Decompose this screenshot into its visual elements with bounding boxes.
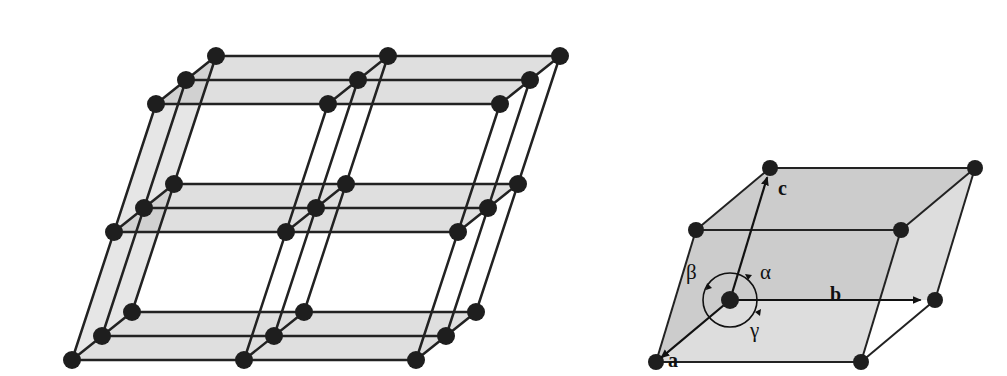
unit-cell-edge: [656, 230, 696, 362]
angle-arrowhead: [755, 309, 761, 316]
lattice-line: [476, 56, 560, 312]
unit-cell-face: [656, 230, 901, 362]
lattice-point: [407, 351, 425, 369]
lattice-point: [135, 199, 153, 217]
lattice-line: [72, 104, 156, 360]
angle-arrowhead: [706, 283, 712, 290]
unit-cell-edge: [696, 229, 901, 231]
lattice-point: [277, 223, 295, 241]
lattice-line: [244, 104, 328, 360]
lattice-point: [762, 160, 778, 176]
lattice-line: [132, 56, 216, 312]
lattice-point: [349, 71, 367, 89]
axis-vector: [661, 300, 730, 358]
lattice-point: [177, 71, 195, 89]
lattice-point: [295, 303, 313, 321]
lattice-point: [688, 222, 704, 238]
lattice-line: [304, 56, 388, 312]
lattice-point: [437, 327, 455, 345]
angle-label: β: [686, 262, 697, 283]
lattice-point: [927, 292, 943, 308]
lattice-point: [265, 327, 283, 345]
unit-cell-edge: [935, 168, 975, 300]
unit-cell-edge: [770, 167, 975, 169]
unit-cell-edge: [861, 230, 901, 362]
axis-vector: [730, 299, 921, 301]
lattice-point: [235, 351, 253, 369]
unit-cell-face: [696, 168, 975, 230]
lattice-point: [853, 354, 869, 370]
angle-arc: [703, 273, 757, 327]
lattice-point: [467, 303, 485, 321]
lattice-point: [147, 95, 165, 113]
axis-label: c: [778, 178, 787, 198]
lattice-point: [967, 160, 983, 176]
angle-label: γ: [750, 320, 759, 341]
lattice-point: [307, 199, 325, 217]
lattice-point: [123, 303, 141, 321]
lattice-point: [207, 47, 225, 65]
lattice-point: [337, 175, 355, 193]
unit-cell-edge: [656, 361, 861, 363]
lattice-point: [893, 222, 909, 238]
lattice-point: [509, 175, 527, 193]
unit-cell-edge: [696, 168, 770, 230]
axis-label: a: [668, 350, 678, 370]
lattice-point: [551, 47, 569, 65]
lattice-group: [63, 47, 569, 369]
unit-cell-group: [648, 160, 983, 370]
lattice-point: [449, 223, 467, 241]
angle-label: α: [760, 262, 771, 283]
lattice-line: [274, 80, 358, 336]
lattice-point: [521, 71, 539, 89]
lattice-point: [491, 95, 509, 113]
lattice-line: [446, 80, 530, 336]
lattice-point: [379, 47, 397, 65]
lattice-point: [165, 175, 183, 193]
lattice-point: [93, 327, 111, 345]
angle-arrowhead: [745, 274, 752, 280]
lattice-point: [105, 223, 123, 241]
axis-label: b: [830, 284, 841, 304]
origin-point: [721, 291, 739, 309]
lattice-line: [416, 104, 500, 360]
lattice-point: [319, 95, 337, 113]
lattice-point: [479, 199, 497, 217]
lattice-line: [102, 80, 186, 336]
unit-cell-edge: [901, 168, 975, 230]
lattice-point: [63, 351, 81, 369]
unit-cell-edge: [861, 300, 935, 362]
